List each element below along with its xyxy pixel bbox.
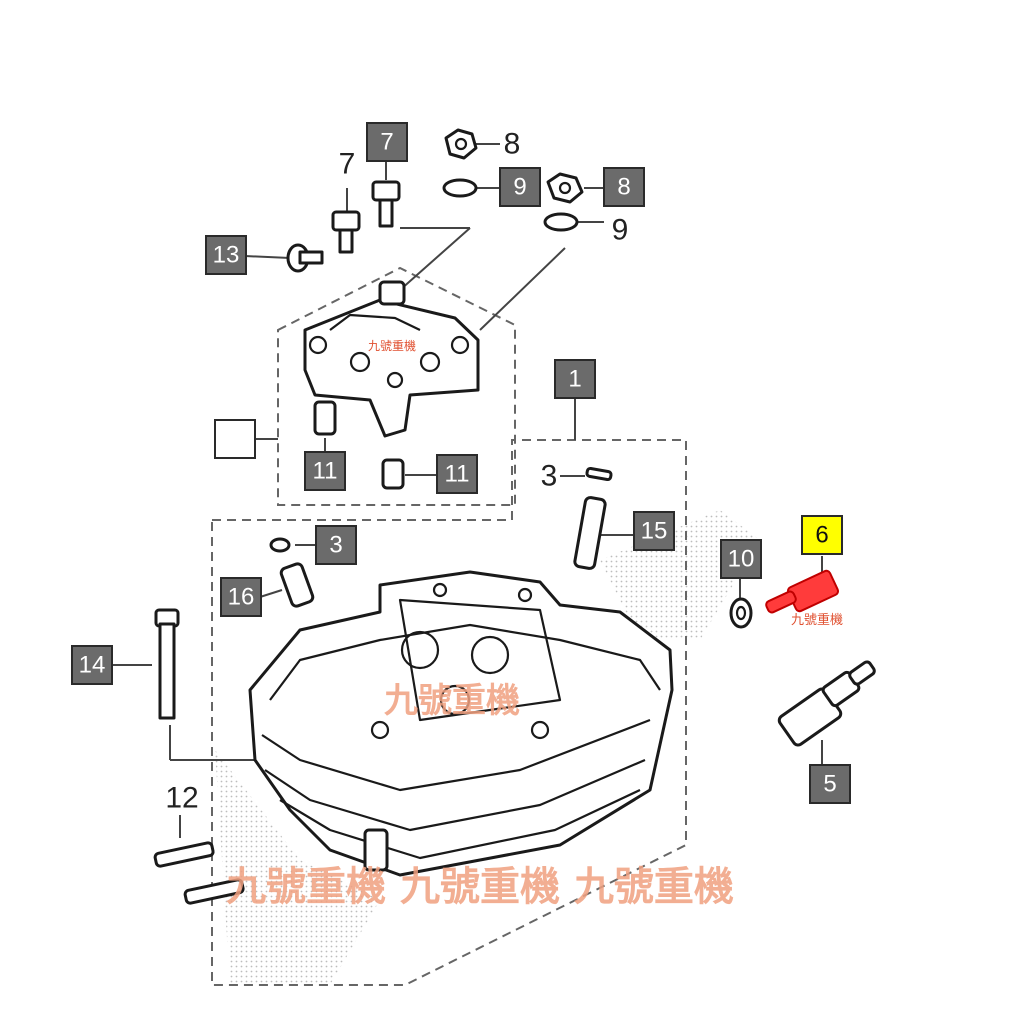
sensor-6: [765, 569, 840, 614]
watermark-center: 九號重機: [384, 681, 520, 721]
dowel-pin-11-b: [381, 458, 405, 490]
callout-empty-box: [214, 419, 256, 459]
stud-12-a: [153, 841, 215, 868]
watermark-bottom: 九號重機 九號重機 九號重機: [226, 864, 734, 910]
callout-15-box: 15: [633, 511, 675, 551]
callout-11-box-b: 11: [436, 454, 478, 494]
valve-guide-15: [573, 496, 607, 570]
clip-3-top: [585, 466, 613, 482]
shading-area: [215, 750, 380, 985]
dowel-pin-11-a: [313, 400, 337, 436]
svg-text:9: 9: [513, 174, 526, 201]
watermark-small-right: 九號重機: [791, 612, 843, 628]
callout-9-label: 9: [612, 214, 629, 247]
callout-13-box: 13: [205, 235, 247, 275]
head-group-outline: [211, 439, 687, 986]
callout-7-label: 7: [339, 148, 356, 181]
cylinder-head: [248, 570, 674, 877]
svg-text:3: 3: [329, 532, 342, 559]
svg-text:1: 1: [568, 366, 581, 393]
callout-10-box: 10: [720, 539, 762, 579]
svg-text:8: 8: [617, 174, 630, 201]
washer-9-top: [442, 178, 478, 198]
callout-7-box: 7: [366, 122, 408, 162]
washer-10: [729, 597, 753, 629]
svg-text:6: 6: [815, 522, 828, 549]
callout-12-label: 12: [165, 782, 198, 815]
callout-8-box: 8: [603, 167, 645, 207]
svg-text:16: 16: [228, 584, 255, 611]
callout-3-box: 3: [315, 525, 357, 565]
callout-8-label: 8: [504, 128, 521, 161]
bolt-7-right: [371, 180, 401, 228]
washer-10-hole: [735, 605, 747, 621]
rocker-holder: [303, 280, 480, 438]
callout-5-box: 5: [809, 764, 851, 804]
watermark-small-top: 九號重機: [368, 338, 416, 353]
bolt-13: [286, 243, 324, 273]
seal-16: [279, 562, 315, 608]
leader-lines: [112, 143, 823, 838]
callout-14-box: 14: [71, 645, 113, 685]
bolt-14: [154, 608, 180, 720]
callout-6-box: 6: [801, 515, 843, 555]
nut-8-right: [546, 172, 584, 204]
bolt-7-left: [331, 210, 361, 254]
svg-text:14: 14: [79, 652, 106, 679]
callout-9-box: 9: [499, 167, 541, 207]
svg-text:13: 13: [213, 242, 240, 269]
svg-text:10: 10: [728, 546, 755, 573]
rocker-group-outline: [277, 266, 516, 506]
stud-12-b: [183, 878, 245, 905]
nut-8-top: [444, 128, 478, 160]
washer-9-right: [543, 212, 579, 232]
spark-plug-5: [777, 660, 876, 747]
callout-16-box: 16: [220, 577, 262, 617]
svg-text:15: 15: [641, 518, 668, 545]
svg-text:5: 5: [823, 771, 836, 798]
callout-11-box-a: 11: [304, 451, 346, 491]
o-ring-3: [269, 537, 291, 553]
svg-text:11: 11: [313, 458, 338, 485]
svg-text:7: 7: [380, 129, 393, 156]
svg-text:11: 11: [445, 461, 470, 488]
callout-3-label: 3: [541, 460, 558, 493]
callout-1-box: 1: [554, 359, 596, 399]
